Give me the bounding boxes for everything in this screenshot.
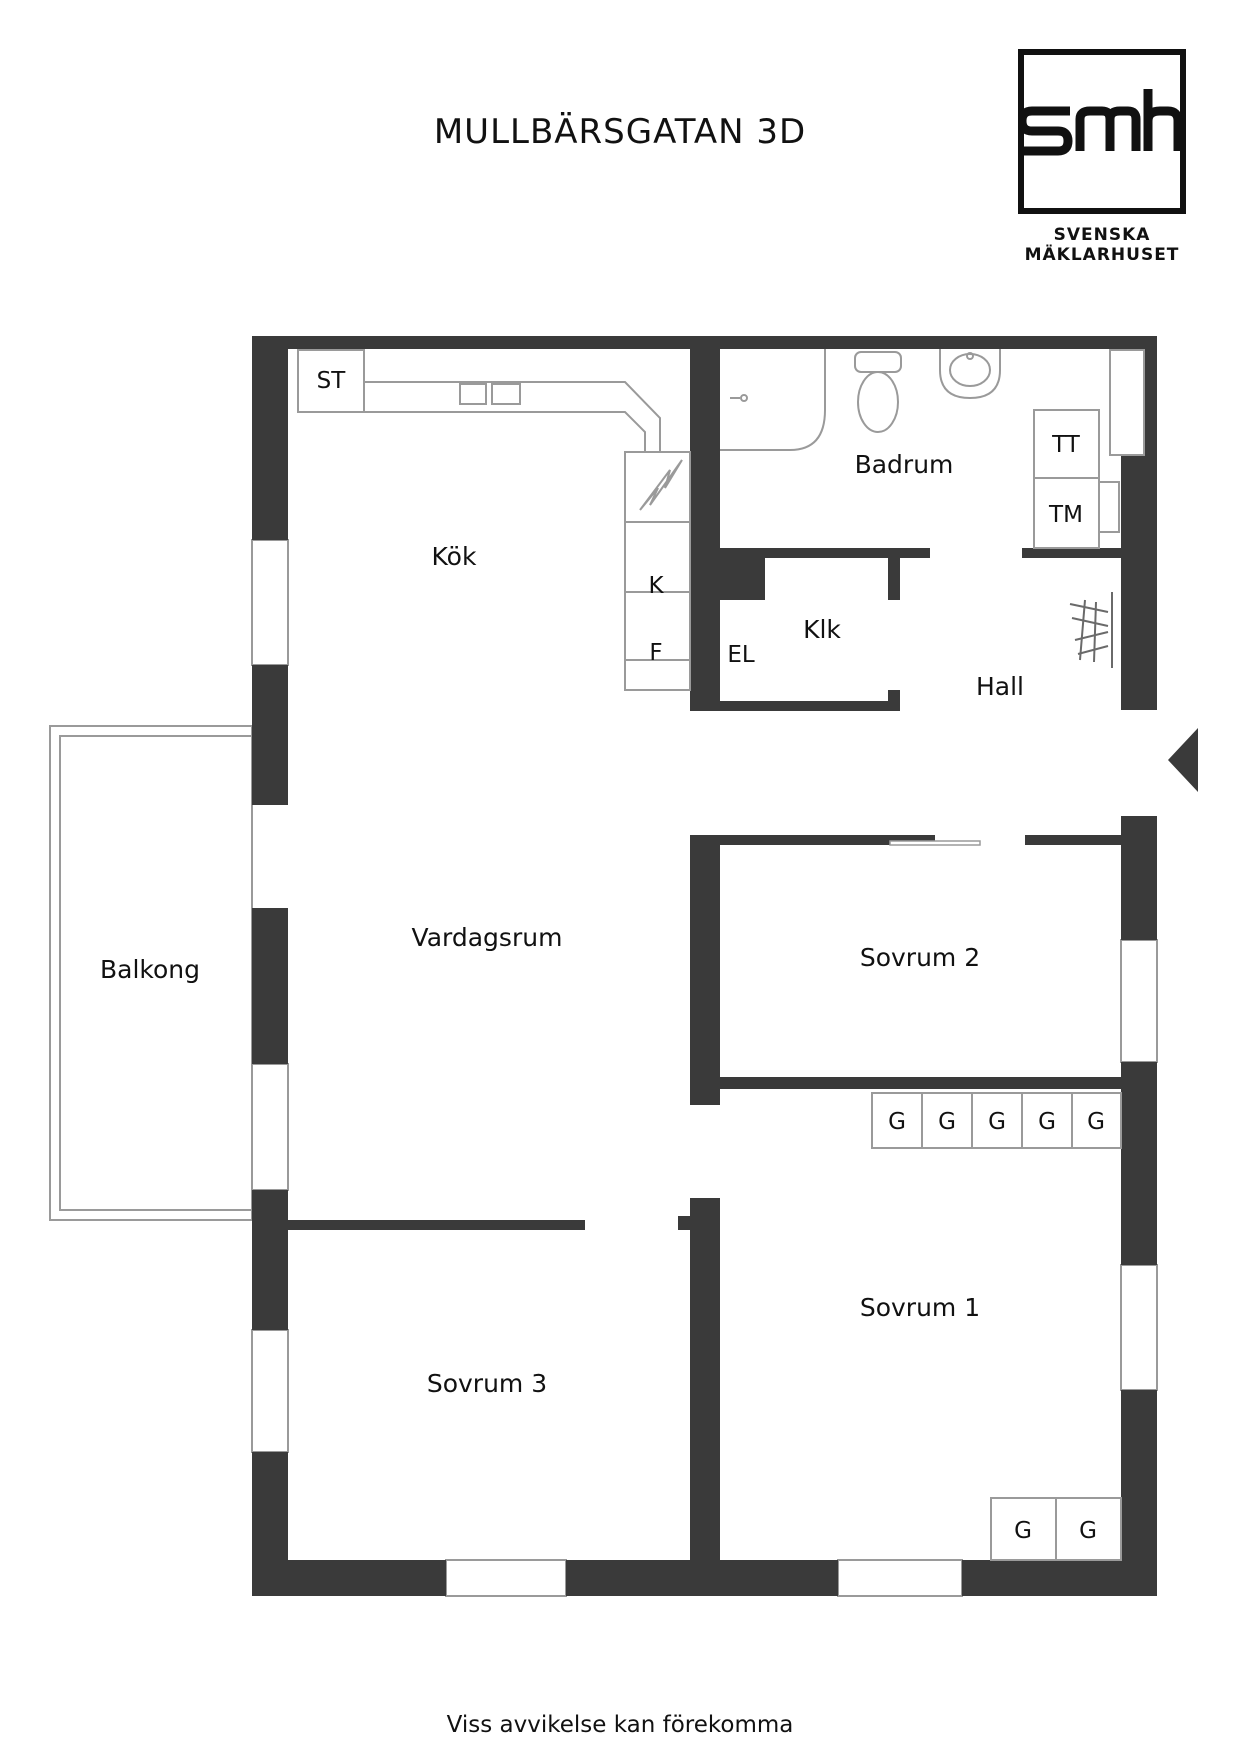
entrance-arrow-icon	[1168, 728, 1198, 792]
page-title: MULLBÄRSGATAN 3D	[433, 112, 807, 152]
fixture-label-f: F	[649, 640, 662, 666]
company-logo	[1018, 49, 1186, 264]
wardrobe-label: G	[1038, 1109, 1056, 1135]
fixture-label-el: EL	[727, 642, 755, 668]
wardrobe-label: G	[888, 1109, 906, 1135]
wardrobe-label: G	[1014, 1518, 1032, 1544]
room-label-klk: Klk	[803, 615, 841, 644]
logo-text-line2: MÄKLARHUSET	[1024, 245, 1180, 265]
wardrobe-label: G	[938, 1109, 956, 1135]
wardrobe-label: G	[1087, 1109, 1105, 1135]
fixture-label-st: ST	[317, 368, 347, 394]
room-label-hall: Hall	[976, 672, 1024, 701]
shower-icon	[730, 394, 748, 402]
wardrobes	[871, 1092, 1122, 1561]
disclaimer-text: Viss avvikelse kan förekomma	[446, 1712, 794, 1738]
fixture-label-tt: TT	[1051, 432, 1081, 458]
toilet-icon	[854, 351, 902, 433]
room-label-sovrum2: Sovrum 2	[860, 943, 980, 972]
room-label-vardagsrum: Vardagsrum	[412, 923, 563, 952]
sliding-door	[889, 835, 981, 846]
room-label-badrum: Badrum	[855, 450, 954, 479]
room-label-balkong: Balkong	[100, 955, 200, 984]
wardrobe-label: G	[988, 1109, 1006, 1135]
bathroom-fixtures	[720, 349, 1145, 549]
room-label-sovrum3: Sovrum 3	[427, 1369, 547, 1398]
coat-rack-icon	[1069, 592, 1113, 668]
walls	[252, 336, 1157, 1596]
logo-mark	[1018, 49, 1186, 214]
room-label-kok: Kök	[432, 542, 477, 571]
room-label-sovrum1: Sovrum 1	[860, 1293, 980, 1322]
wardrobe-label: G	[1079, 1518, 1097, 1544]
fixture-label-k: K	[648, 573, 664, 599]
logo-text-line1: SVENSKA	[1053, 225, 1151, 245]
kitchen-fixtures	[297, 349, 691, 691]
sink-icon	[939, 349, 1001, 400]
fixture-label-tm: TM	[1048, 502, 1083, 528]
